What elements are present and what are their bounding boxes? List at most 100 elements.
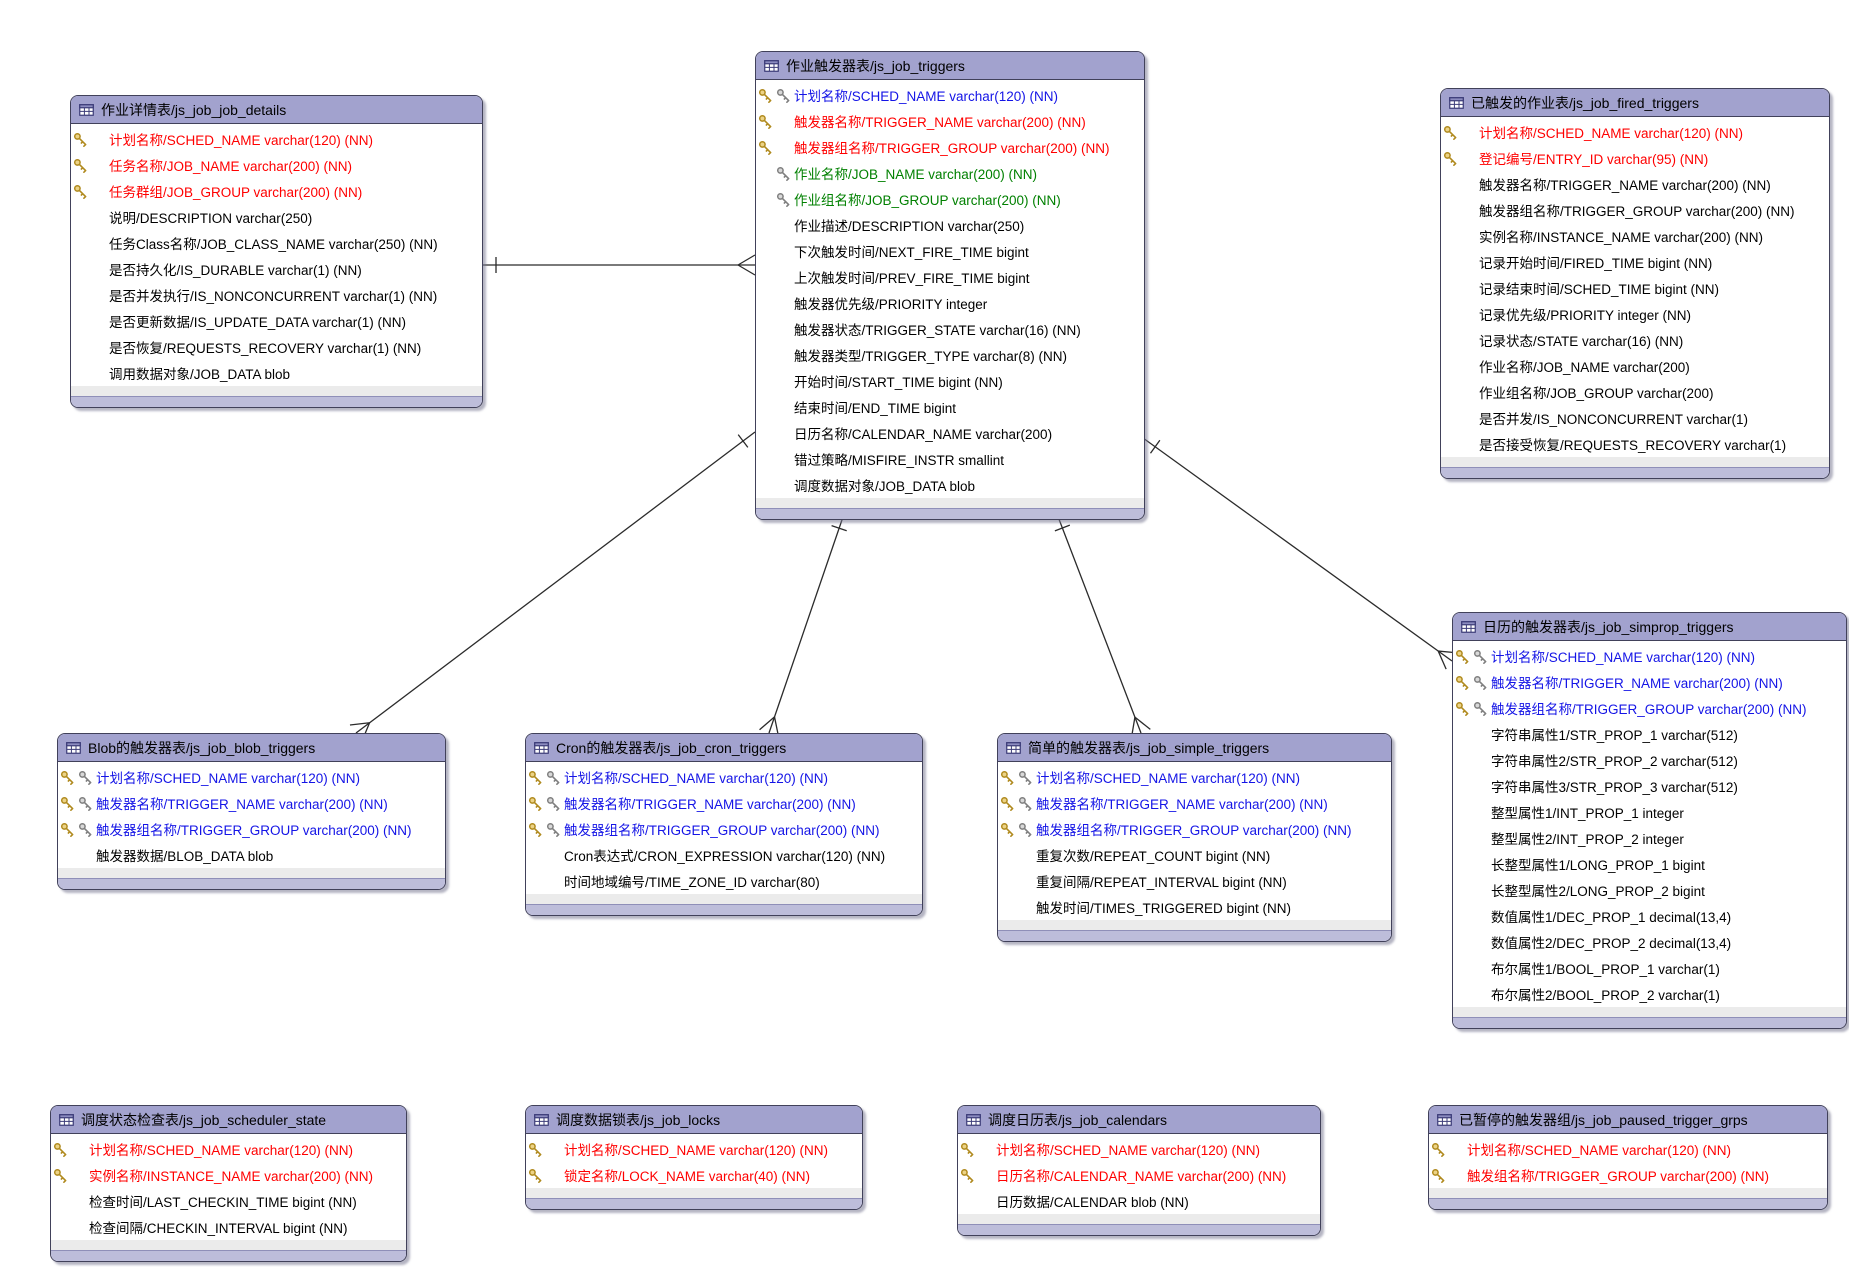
field-row[interactable]: 上次触发时间/PREV_FIRE_TIME bigint bbox=[756, 264, 1144, 290]
field-row[interactable]: 计划名称/SCHED_NAME varchar(120) (NN) bbox=[58, 764, 445, 790]
field-row[interactable]: 长整型属性1/LONG_PROP_1 bigint bbox=[1453, 851, 1846, 877]
table-header[interactable]: 调度数据锁表/js_job_locks bbox=[526, 1106, 862, 1134]
field-row[interactable]: 数值属性2/DEC_PROP_2 decimal(13,4) bbox=[1453, 929, 1846, 955]
field-row[interactable]: 任务Class名称/JOB_CLASS_NAME varchar(250) (N… bbox=[71, 230, 482, 256]
field-row[interactable]: 是否恢复/REQUESTS_RECOVERY varchar(1) (NN) bbox=[71, 334, 482, 360]
field-row[interactable]: 调用数据对象/JOB_DATA blob bbox=[71, 360, 482, 386]
field-row[interactable]: 作业名称/JOB_NAME varchar(200) bbox=[1441, 353, 1829, 379]
field-row[interactable]: 任务名称/JOB_NAME varchar(200) (NN) bbox=[71, 152, 482, 178]
field-row[interactable]: 重复间隔/REPEAT_INTERVAL bigint (NN) bbox=[998, 868, 1391, 894]
field-row[interactable]: 下次触发时间/NEXT_FIRE_TIME bigint bbox=[756, 238, 1144, 264]
field-row[interactable]: 作业组名称/JOB_GROUP varchar(200) bbox=[1441, 379, 1829, 405]
field-row[interactable]: 字符串属性2/STR_PROP_2 varchar(512) bbox=[1453, 747, 1846, 773]
field-row[interactable]: 检查时间/LAST_CHECKIN_TIME bigint (NN) bbox=[51, 1188, 406, 1214]
field-row[interactable]: 触发器组名称/TRIGGER_GROUP varchar(200) (NN) bbox=[756, 134, 1144, 160]
field-row[interactable]: 调度数据对象/JOB_DATA blob bbox=[756, 472, 1144, 498]
field-row[interactable]: 长整型属性2/LONG_PROP_2 bigint bbox=[1453, 877, 1846, 903]
field-row[interactable]: 触发器名称/TRIGGER_NAME varchar(200) (NN) bbox=[526, 790, 922, 816]
field-row[interactable]: 触发器组名称/TRIGGER_GROUP varchar(200) (NN) bbox=[1441, 197, 1829, 223]
table-header[interactable]: 已暂停的触发器组/js_job_paused_trigger_grps bbox=[1429, 1106, 1827, 1134]
field-row[interactable]: 触发器名称/TRIGGER_NAME varchar(200) (NN) bbox=[998, 790, 1391, 816]
table-header[interactable]: Cron的触发器表/js_job_cron_triggers bbox=[526, 734, 922, 762]
field-row[interactable]: 计划名称/SCHED_NAME varchar(120) (NN) bbox=[1453, 643, 1846, 669]
field-row[interactable]: 是否更新数据/IS_UPDATE_DATA varchar(1) (NN) bbox=[71, 308, 482, 334]
relationship-triggers-to-blob[interactable] bbox=[349, 431, 756, 742]
field-row[interactable]: 触发器组名称/TRIGGER_GROUP varchar(200) (NN) bbox=[1453, 695, 1846, 721]
field-row[interactable]: 错过策略/MISFIRE_INSTR smallint bbox=[756, 446, 1144, 472]
table-header[interactable]: 作业触发器表/js_job_triggers bbox=[756, 52, 1144, 80]
field-row[interactable]: 计划名称/SCHED_NAME varchar(120) (NN) bbox=[1441, 119, 1829, 145]
field-row[interactable]: 计划名称/SCHED_NAME varchar(120) (NN) bbox=[51, 1136, 406, 1162]
field-row[interactable]: 计划名称/SCHED_NAME varchar(120) (NN) bbox=[1429, 1136, 1827, 1162]
field-row[interactable]: 布尔属性2/BOOL_PROP_2 varchar(1) bbox=[1453, 981, 1846, 1007]
field-row[interactable]: 触发器数据/BLOB_DATA blob bbox=[58, 842, 445, 868]
field-row[interactable]: 记录状态/STATE varchar(16) (NN) bbox=[1441, 327, 1829, 353]
field-row[interactable]: 结束时间/END_TIME bigint bbox=[756, 394, 1144, 420]
table-header[interactable]: 调度日历表/js_job_calendars bbox=[958, 1106, 1320, 1134]
field-row[interactable]: 触发器名称/TRIGGER_NAME varchar(200) (NN) bbox=[756, 108, 1144, 134]
field-row[interactable]: Cron表达式/CRON_EXPRESSION varchar(120) (NN… bbox=[526, 842, 922, 868]
field-row[interactable]: 记录结束时间/SCHED_TIME bigint (NN) bbox=[1441, 275, 1829, 301]
field-row[interactable]: 任务群组/JOB_GROUP varchar(200) (NN) bbox=[71, 178, 482, 204]
relationship-triggers-to-simprop[interactable] bbox=[1142, 437, 1458, 670]
field-row[interactable]: 触发器组名称/TRIGGER_GROUP varchar(200) (NN) bbox=[998, 816, 1391, 842]
relationship-triggers-to-simple[interactable] bbox=[1054, 513, 1151, 737]
field-row[interactable]: 是否接受恢复/REQUESTS_RECOVERY varchar(1) bbox=[1441, 431, 1829, 457]
table-header[interactable]: Blob的触发器表/js_job_blob_triggers bbox=[58, 734, 445, 762]
field-row[interactable]: 实例名称/INSTANCE_NAME varchar(200) (NN) bbox=[1441, 223, 1829, 249]
field-row[interactable]: 登记编号/ENTRY_ID varchar(95) (NN) bbox=[1441, 145, 1829, 171]
field-row[interactable]: 时间地域编号/TIME_ZONE_ID varchar(80) bbox=[526, 868, 922, 894]
field-row[interactable]: 实例名称/INSTANCE_NAME varchar(200) (NN) bbox=[51, 1162, 406, 1188]
field-row[interactable]: 触发器组名称/TRIGGER_GROUP varchar(200) (NN) bbox=[526, 816, 922, 842]
field-row[interactable]: 计划名称/SCHED_NAME varchar(120) (NN) bbox=[71, 126, 482, 152]
field-row[interactable]: 字符串属性1/STR_PROP_1 varchar(512) bbox=[1453, 721, 1846, 747]
field-row[interactable]: 触发器名称/TRIGGER_NAME varchar(200) (NN) bbox=[58, 790, 445, 816]
field-row[interactable]: 触发器类型/TRIGGER_TYPE varchar(8) (NN) bbox=[756, 342, 1144, 368]
table-header[interactable]: 作业详情表/js_job_job_details bbox=[71, 96, 482, 124]
field-row[interactable]: 触发时间/TIMES_TRIGGERED bigint (NN) bbox=[998, 894, 1391, 920]
field-row[interactable]: 触发器组名称/TRIGGER_GROUP varchar(200) (NN) bbox=[58, 816, 445, 842]
table-header[interactable]: 已触发的作业表/js_job_fired_triggers bbox=[1441, 89, 1829, 117]
field-row[interactable]: 日历名称/CALENDAR_NAME varchar(200) bbox=[756, 420, 1144, 446]
field-row[interactable]: 数值属性1/DEC_PROP_1 decimal(13,4) bbox=[1453, 903, 1846, 929]
relationship-triggers-to-cron[interactable] bbox=[759, 513, 847, 737]
field-row[interactable]: 触发器状态/TRIGGER_STATE varchar(16) (NN) bbox=[756, 316, 1144, 342]
field-row[interactable]: 计划名称/SCHED_NAME varchar(120) (NN) bbox=[958, 1136, 1320, 1162]
field-row[interactable]: 作业名称/JOB_NAME varchar(200) (NN) bbox=[756, 160, 1144, 186]
table-header[interactable]: 日历的触发器表/js_job_simprop_triggers bbox=[1453, 613, 1846, 641]
field-row[interactable]: 检查间隔/CHECKIN_INTERVAL bigint (NN) bbox=[51, 1214, 406, 1240]
field-row[interactable]: 日历名称/CALENDAR_NAME varchar(200) (NN) bbox=[958, 1162, 1320, 1188]
field-row[interactable]: 触发组名称/TRIGGER_GROUP varchar(200) (NN) bbox=[1429, 1162, 1827, 1188]
field-row[interactable]: 是否并发/IS_NONCONCURRENT varchar(1) bbox=[1441, 405, 1829, 431]
field-row[interactable]: 日历数据/CALENDAR blob (NN) bbox=[958, 1188, 1320, 1214]
field-row[interactable]: 锁定名称/LOCK_NAME varchar(40) (NN) bbox=[526, 1162, 862, 1188]
field-row[interactable]: 计划名称/SCHED_NAME varchar(120) (NN) bbox=[526, 764, 922, 790]
field-row[interactable]: 整型属性1/INT_PROP_1 integer bbox=[1453, 799, 1846, 825]
field-row[interactable]: 作业组名称/JOB_GROUP varchar(200) (NN) bbox=[756, 186, 1144, 212]
field-row[interactable]: 字符串属性3/STR_PROP_3 varchar(512) bbox=[1453, 773, 1846, 799]
relationship-job_details-to-triggers[interactable] bbox=[481, 254, 756, 276]
field-row[interactable]: 重复次数/REPEAT_COUNT bigint (NN) bbox=[998, 842, 1391, 868]
table-header[interactable]: 调度状态检查表/js_job_scheduler_state bbox=[51, 1106, 406, 1134]
field-row[interactable]: 记录开始时间/FIRED_TIME bigint (NN) bbox=[1441, 249, 1829, 275]
field-row[interactable]: 作业描述/DESCRIPTION varchar(250) bbox=[756, 212, 1144, 238]
field-row[interactable]: 计划名称/SCHED_NAME varchar(120) (NN) bbox=[756, 82, 1144, 108]
field-row[interactable]: 说明/DESCRIPTION varchar(250) bbox=[71, 204, 482, 230]
field-row[interactable]: 计划名称/SCHED_NAME varchar(120) (NN) bbox=[998, 764, 1391, 790]
field-row[interactable]: 开始时间/START_TIME bigint (NN) bbox=[756, 368, 1144, 394]
field-row[interactable]: 计划名称/SCHED_NAME varchar(120) (NN) bbox=[526, 1136, 862, 1162]
field-row[interactable]: 记录优先级/PRIORITY integer (NN) bbox=[1441, 301, 1829, 327]
field-row[interactable]: 布尔属性1/BOOL_PROP_1 varchar(1) bbox=[1453, 955, 1846, 981]
field-row[interactable]: 整型属性2/INT_PROP_2 integer bbox=[1453, 825, 1846, 851]
field-row[interactable]: 触发器优先级/PRIORITY integer bbox=[756, 290, 1144, 316]
